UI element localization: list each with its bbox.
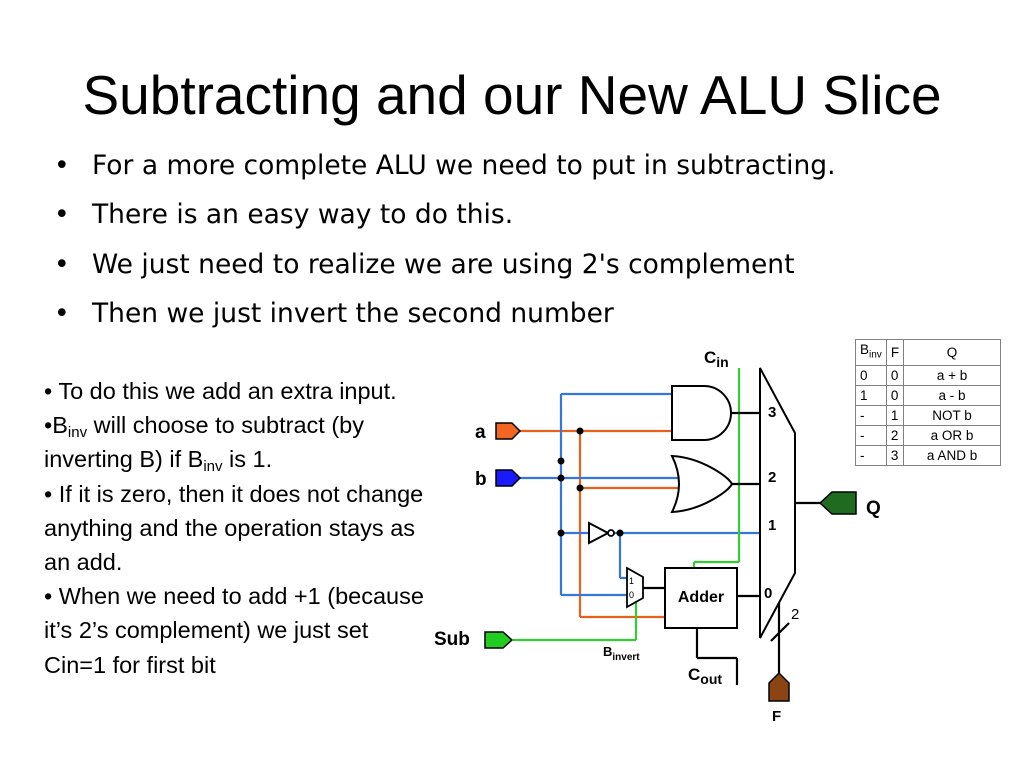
input-port-b — [495, 469, 522, 487]
adder-block — [664, 567, 738, 629]
cell-binv: 0 — [855, 364, 887, 386]
cell-q: a - b — [903, 384, 1002, 406]
mux-input-1: 1 — [768, 517, 776, 534]
cell-q: NOT b — [903, 404, 1002, 426]
side-note-3: • If it is zero, then it does not change… — [44, 480, 424, 576]
label-binvert-sub: invert — [612, 652, 640, 663]
mux-input-3: 3 — [768, 404, 776, 421]
table-row: - 3 a AND b — [855, 444, 1002, 466]
label-b: b — [475, 469, 487, 490]
table-row: 1 0 a - b — [855, 384, 1002, 406]
cell-f: 1 — [885, 404, 905, 426]
label-binvert: Binvert — [603, 644, 640, 663]
cell-binv: - — [855, 404, 887, 426]
label-cin-main: C — [704, 348, 716, 367]
wire-junctions — [557, 427, 624, 537]
cell-binv: 1 — [855, 384, 887, 406]
header-f: F — [885, 339, 905, 366]
label-cout: Cout — [688, 665, 722, 687]
or-gate — [670, 454, 734, 514]
side-note-1: • To do this we add an extra input. — [44, 378, 397, 404]
output-port-q — [818, 491, 857, 515]
bullet-item: • There is an easy way to do this. — [52, 192, 836, 241]
mux-input-2: 2 — [768, 469, 776, 486]
cell-q: a + b — [903, 364, 1002, 386]
side-note-2-mid: will choose to subtract (by inverting B)… — [44, 412, 364, 473]
output-mux — [759, 367, 796, 639]
cell-f: 0 — [885, 364, 905, 386]
bullet-text: There is an easy way to do this. — [92, 199, 514, 231]
cell-f: 2 — [885, 424, 905, 446]
side-note-4: • When we need to add +1 (because it’s 2… — [44, 583, 424, 678]
cell-binv: - — [855, 424, 887, 446]
side-note-2: •Binv will choose to subtract (by invert… — [44, 408, 434, 476]
bullet-dot: • — [54, 199, 70, 231]
label-f: F — [772, 708, 781, 725]
header-binv: Binv — [855, 339, 887, 366]
side-note-2-sub2: inv — [203, 458, 223, 476]
input-port-sub — [484, 631, 514, 649]
bullet-item: • We just need to realize we are using 2'… — [52, 242, 836, 291]
label-sub: Sub — [434, 629, 470, 650]
truth-table-header: Binv F Q — [855, 339, 1002, 366]
bullet-dot: • — [54, 150, 70, 181]
side-note-2-sub1: inv — [67, 424, 88, 442]
binvert-mux-input-1: 1 — [629, 576, 634, 586]
label-cin-sub: in — [716, 354, 728, 370]
bullet-text: Then we just invert the second number — [92, 297, 614, 329]
bullet-item: • For a more complete ALU we need to put … — [52, 143, 836, 192]
bullet-item: • Then we just invert the second number — [52, 291, 836, 340]
adder-label: Adder — [678, 589, 724, 606]
not-gate — [588, 521, 615, 545]
side-note-2-prefix: •B — [44, 412, 68, 439]
bullet-dot: • — [54, 248, 70, 280]
truth-table: Binv F Q 0 0 a + b 1 0 a - b - 1 NOT b -… — [855, 339, 1002, 466]
label-cin: Cin — [704, 348, 729, 370]
slide-title: Subtracting and our New ALU Slice — [82, 64, 942, 126]
table-row: - 1 NOT b — [855, 404, 1002, 426]
cell-f: 3 — [885, 444, 905, 466]
label-cout-sub: out — [700, 671, 722, 687]
and-gate — [671, 385, 732, 441]
bus-width-label: 2 — [791, 606, 799, 623]
b-signal-wires — [518, 392, 760, 597]
label-q: Q — [866, 498, 881, 519]
binvert-mux — [626, 566, 644, 609]
side-notes: • To do this we add an extra input. •Bin… — [44, 374, 434, 682]
label-cout-main: C — [688, 665, 700, 684]
bullet-text: For a more complete ALU we need to put i… — [92, 150, 836, 181]
table-row: - 2 a OR b — [855, 424, 1002, 446]
label-binvert-main: B — [603, 644, 612, 659]
table-row: 0 0 a + b — [855, 364, 1002, 386]
input-port-f — [768, 671, 790, 702]
cell-f: 0 — [885, 384, 905, 406]
input-port-a — [495, 422, 522, 440]
binvert-mux-input-0: 0 — [629, 590, 634, 600]
cell-q: a OR b — [903, 424, 1002, 446]
header-q: Q — [903, 339, 1002, 366]
bullet-dot: • — [54, 297, 70, 329]
side-note-2-suffix: is 1. — [222, 446, 273, 473]
mux-input-0: 0 — [764, 585, 772, 602]
label-a: a — [475, 422, 486, 443]
bullet-text: We just need to realize we are using 2's… — [92, 248, 795, 280]
bullet-list: • For a more complete ALU we need to put … — [52, 143, 836, 340]
cell-binv: - — [855, 444, 887, 466]
cell-q: a AND b — [903, 444, 1002, 466]
